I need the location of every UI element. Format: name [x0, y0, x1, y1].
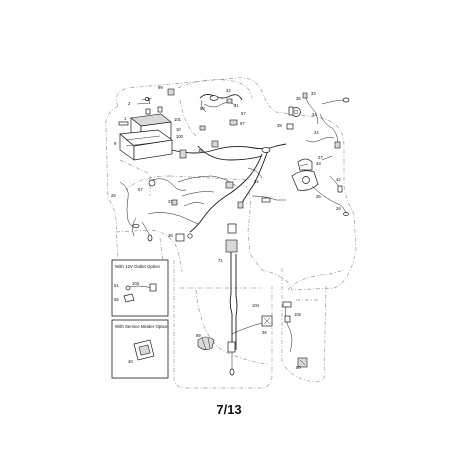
steering-column-harness — [225, 223, 273, 376]
callout-3: 3 — [148, 97, 151, 102]
callout-24: 24 — [314, 130, 319, 135]
left-leads — [119, 181, 199, 242]
upper-harness — [199, 93, 243, 126]
chassis-outline — [105, 77, 357, 389]
callout-100: 100 — [176, 134, 184, 139]
callout-9: 9 — [114, 141, 117, 146]
option-box-service-minder-title: With Service Minder Option — [115, 324, 169, 329]
callout-26: 26 — [336, 206, 341, 211]
callout-101: 101 — [174, 117, 182, 122]
main-wiring-harness — [148, 125, 287, 233]
callout-57: 57 — [241, 111, 246, 116]
callout-10: 10 — [176, 127, 181, 132]
callout-36: 36 — [168, 233, 173, 238]
callout-80: 80 — [296, 365, 301, 370]
option-box-12v: With 12V Outlet Option 103 51 55 — [111, 259, 169, 317]
ignition-switch — [291, 155, 349, 216]
callout-35: 35 — [296, 96, 301, 101]
callout-34b: 34 — [254, 179, 259, 184]
callout-42: 42 — [336, 177, 341, 182]
callout-34: 34 — [312, 112, 317, 117]
page-number: 7/13 — [216, 402, 242, 417]
callout-39: 39 — [277, 123, 282, 128]
option-box-service-minder: With Service Minder Option 40 — [111, 319, 169, 379]
callout-22: 22 — [226, 88, 231, 93]
callout-28: 28 — [111, 193, 116, 198]
callout-2: 2 — [128, 101, 131, 106]
callout-25: 25 — [316, 194, 321, 199]
callout-36b: 36 — [262, 330, 267, 335]
callout-102: 102 — [294, 312, 302, 317]
callout-51: 51 — [114, 283, 119, 288]
callout-103: 103 — [132, 281, 140, 286]
callout-71: 71 — [218, 258, 223, 263]
callout-1: 1 — [124, 116, 127, 121]
callout-89: 89 — [196, 333, 201, 338]
callout-55: 55 — [114, 297, 119, 302]
upper-right-parts — [286, 92, 350, 149]
battery-assembly — [118, 88, 175, 161]
connector-89 — [197, 336, 215, 351]
right-lower-lead — [282, 301, 308, 368]
callout-67: 67 — [138, 187, 143, 192]
callout-37: 37 — [168, 199, 173, 204]
callout-43: 43 — [316, 161, 321, 166]
callout-104: 104 — [252, 303, 260, 308]
callout-97: 97 — [240, 121, 245, 126]
callout-38: 38 — [198, 148, 203, 153]
option-box-12v-title: With 12V Outlet Option — [115, 264, 160, 269]
callout-40: 40 — [128, 359, 133, 364]
callout-88: 88 — [200, 106, 205, 111]
callout-labels: 99 22 33 35 2 3 88 21 1 101 57 10 100 97… — [111, 85, 341, 370]
callout-99: 99 — [158, 85, 163, 90]
callout-21: 21 — [234, 103, 239, 108]
callout-27: 27 — [318, 155, 323, 160]
callout-33: 33 — [311, 91, 316, 96]
